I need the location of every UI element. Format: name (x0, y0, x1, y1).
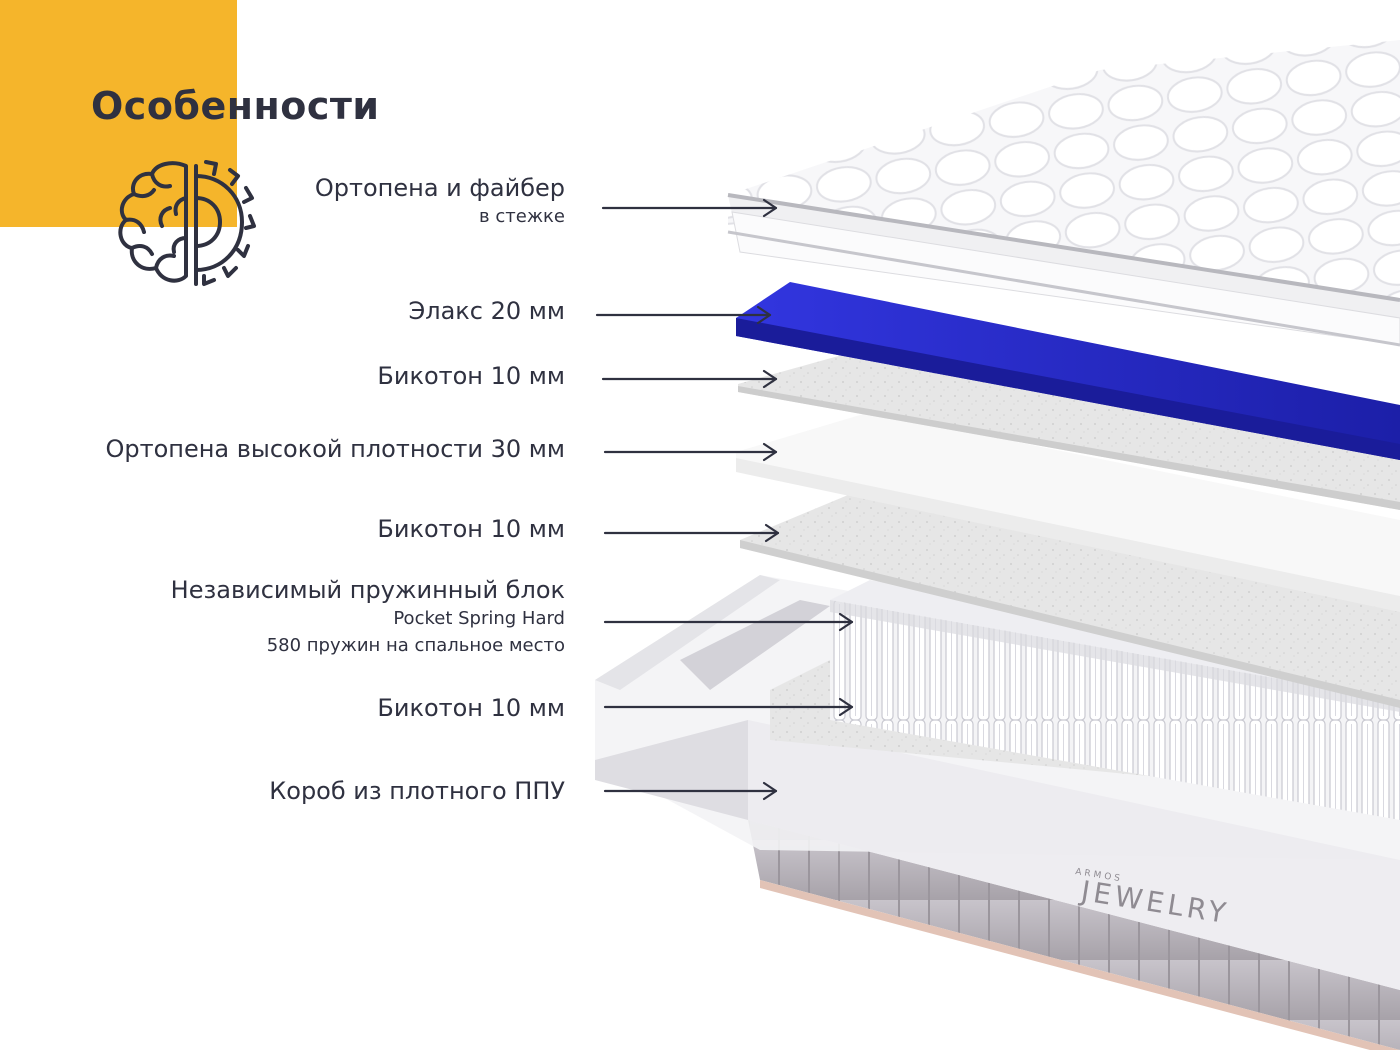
layer-label-dense-foam: Ортопена высокой плотности 30 мм (105, 435, 565, 463)
layer-label-spring-block: Независимый пружинный блок Pocket Spring… (171, 576, 565, 659)
layer-label-bicoton-2: Бикотон 10 мм (377, 515, 565, 543)
bicoton-middle (740, 490, 1400, 700)
layer-sublabel: Pocket Spring Hard (393, 607, 565, 629)
layer-label-elax: Элакс 20 мм (408, 297, 565, 325)
quilted-top-layer (727, 40, 1400, 347)
dense-foam (736, 412, 1400, 608)
layer-label-foam-case: Короб из плотного ППУ (269, 777, 565, 805)
layer-label-bicoton-1: Бикотон 10 мм (377, 362, 565, 390)
layer-label-bicoton-3: Бикотон 10 мм (377, 694, 565, 722)
spring-block (830, 580, 1400, 820)
layer-sublabel: в стежке (479, 205, 565, 227)
page-title: Особенности (91, 84, 380, 128)
layer-sublabel: 580 пружин на спальное место (266, 634, 565, 656)
layer-label-quilted-foam: Ортопена и файбер в стежке (315, 174, 565, 230)
brain-gear-icon (118, 160, 256, 286)
bicoton-top (738, 350, 1400, 510)
